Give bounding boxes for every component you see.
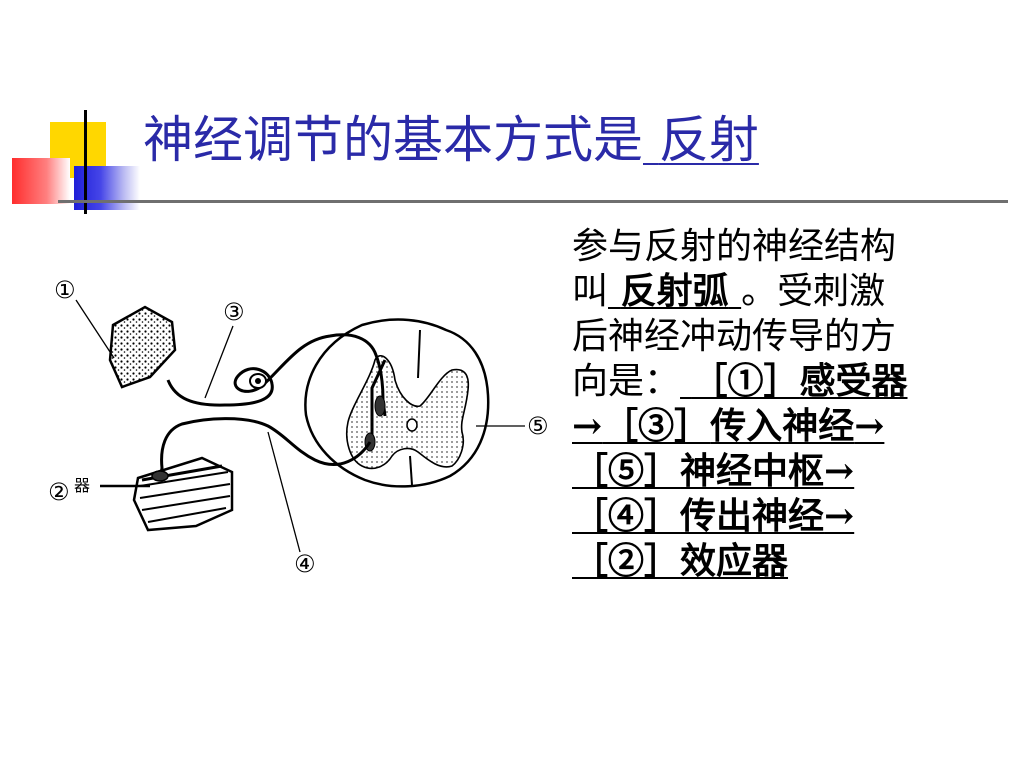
explanation-line-3-text: 后神经冲动传导的方 <box>572 316 897 357</box>
chain-step-5-name: 效应器 <box>680 540 789 582</box>
faint-text-effector: 器 <box>74 476 90 495</box>
chain-step-4-name: 传出神经 <box>680 495 825 537</box>
chain-step-2-name: 传入神经 <box>710 405 855 447</box>
afferent-nerve-path <box>166 333 387 417</box>
slide-title: 神经调节的基本方式是反射 <box>143 110 759 170</box>
label-effector: ② <box>48 478 70 506</box>
efferent-nerve-path <box>100 417 372 488</box>
label-center: ⑤ <box>527 412 549 440</box>
explanation-line-1: 参与反射的神经结构 <box>572 224 1012 269</box>
explanation-line-4: 向是： ［①］感受器 <box>572 359 1012 404</box>
chain-step-4: ［④］传出神经→ <box>572 495 854 537</box>
effector-muscle-block <box>132 456 234 532</box>
chain-step-1: ［①］感受器 <box>691 360 907 402</box>
title-deco-red-square <box>12 158 70 204</box>
explanation-line-4-prefix: 向是： <box>572 361 681 402</box>
interneuron <box>364 359 387 452</box>
title-prefix: 神经调节的基本方式是 <box>143 111 643 169</box>
label-receptor: ① <box>54 276 76 304</box>
explanation-line-5: →［③］传入神经→ <box>572 404 1012 449</box>
explanation-line-7: ［④］传出神经→ <box>572 494 1012 539</box>
title-underline-rule <box>58 200 1008 203</box>
answer-reflex-arc: 反射弧 <box>608 270 741 312</box>
receptor-skin-block <box>108 305 177 389</box>
chain-step-4-bracket: ［④］ <box>572 495 681 537</box>
answer-reflex-arc-text: 反射弧 <box>620 270 729 312</box>
chain-step-2: →［③］传入神经→ <box>572 405 884 447</box>
chain-arrow: → <box>854 405 885 447</box>
chain-step-5-bracket: ［②］ <box>572 540 681 582</box>
chain-arrow: → <box>824 450 855 492</box>
explanation-line-3: 后神经冲动传导的方 <box>572 314 1012 359</box>
explanation-line-2-suffix: 。受刺激 <box>741 271 886 312</box>
chain-step-1-bracket: ［①］ <box>691 360 800 402</box>
chain-arrow: → <box>824 495 855 537</box>
explanation-line-6: ［⑤］神经中枢→ <box>572 449 1012 494</box>
answer-gap <box>680 361 691 402</box>
reflex-arc-diagram: ① ③ ⑤ ② 器 ④ <box>48 276 549 578</box>
explanation-text: 参与反射的神经结构 叫 反射弧 。受刺激 后神经冲动传导的方 向是： ［①］感受… <box>572 224 1012 584</box>
explanation-line-2-prefix: 叫 <box>572 271 609 312</box>
chain-step-5: ［②］效应器 <box>572 540 788 582</box>
chain-arrow: → <box>572 405 603 447</box>
chain-step-3-name: 神经中枢 <box>680 450 825 492</box>
chain-step-3: ［⑤］神经中枢→ <box>572 450 854 492</box>
explanation-line-8: ［②］效应器 <box>572 539 1012 584</box>
chain-step-2-bracket: ［③］ <box>602 405 711 447</box>
label-leader-lines <box>75 299 525 553</box>
chain-step-3-bracket: ［⑤］ <box>572 450 681 492</box>
chain-step-1-name: 感受器 <box>799 360 908 402</box>
spinal-cord-section <box>304 318 490 488</box>
title-deco-vertical-line <box>84 110 87 214</box>
label-afferent: ③ <box>223 298 245 326</box>
title-answer: 反射 <box>658 111 759 169</box>
explanation-line-1-text: 参与反射的神经结构 <box>572 226 897 267</box>
label-efferent: ④ <box>294 550 316 578</box>
explanation-line-2: 叫 反射弧 。受刺激 <box>572 269 1012 314</box>
